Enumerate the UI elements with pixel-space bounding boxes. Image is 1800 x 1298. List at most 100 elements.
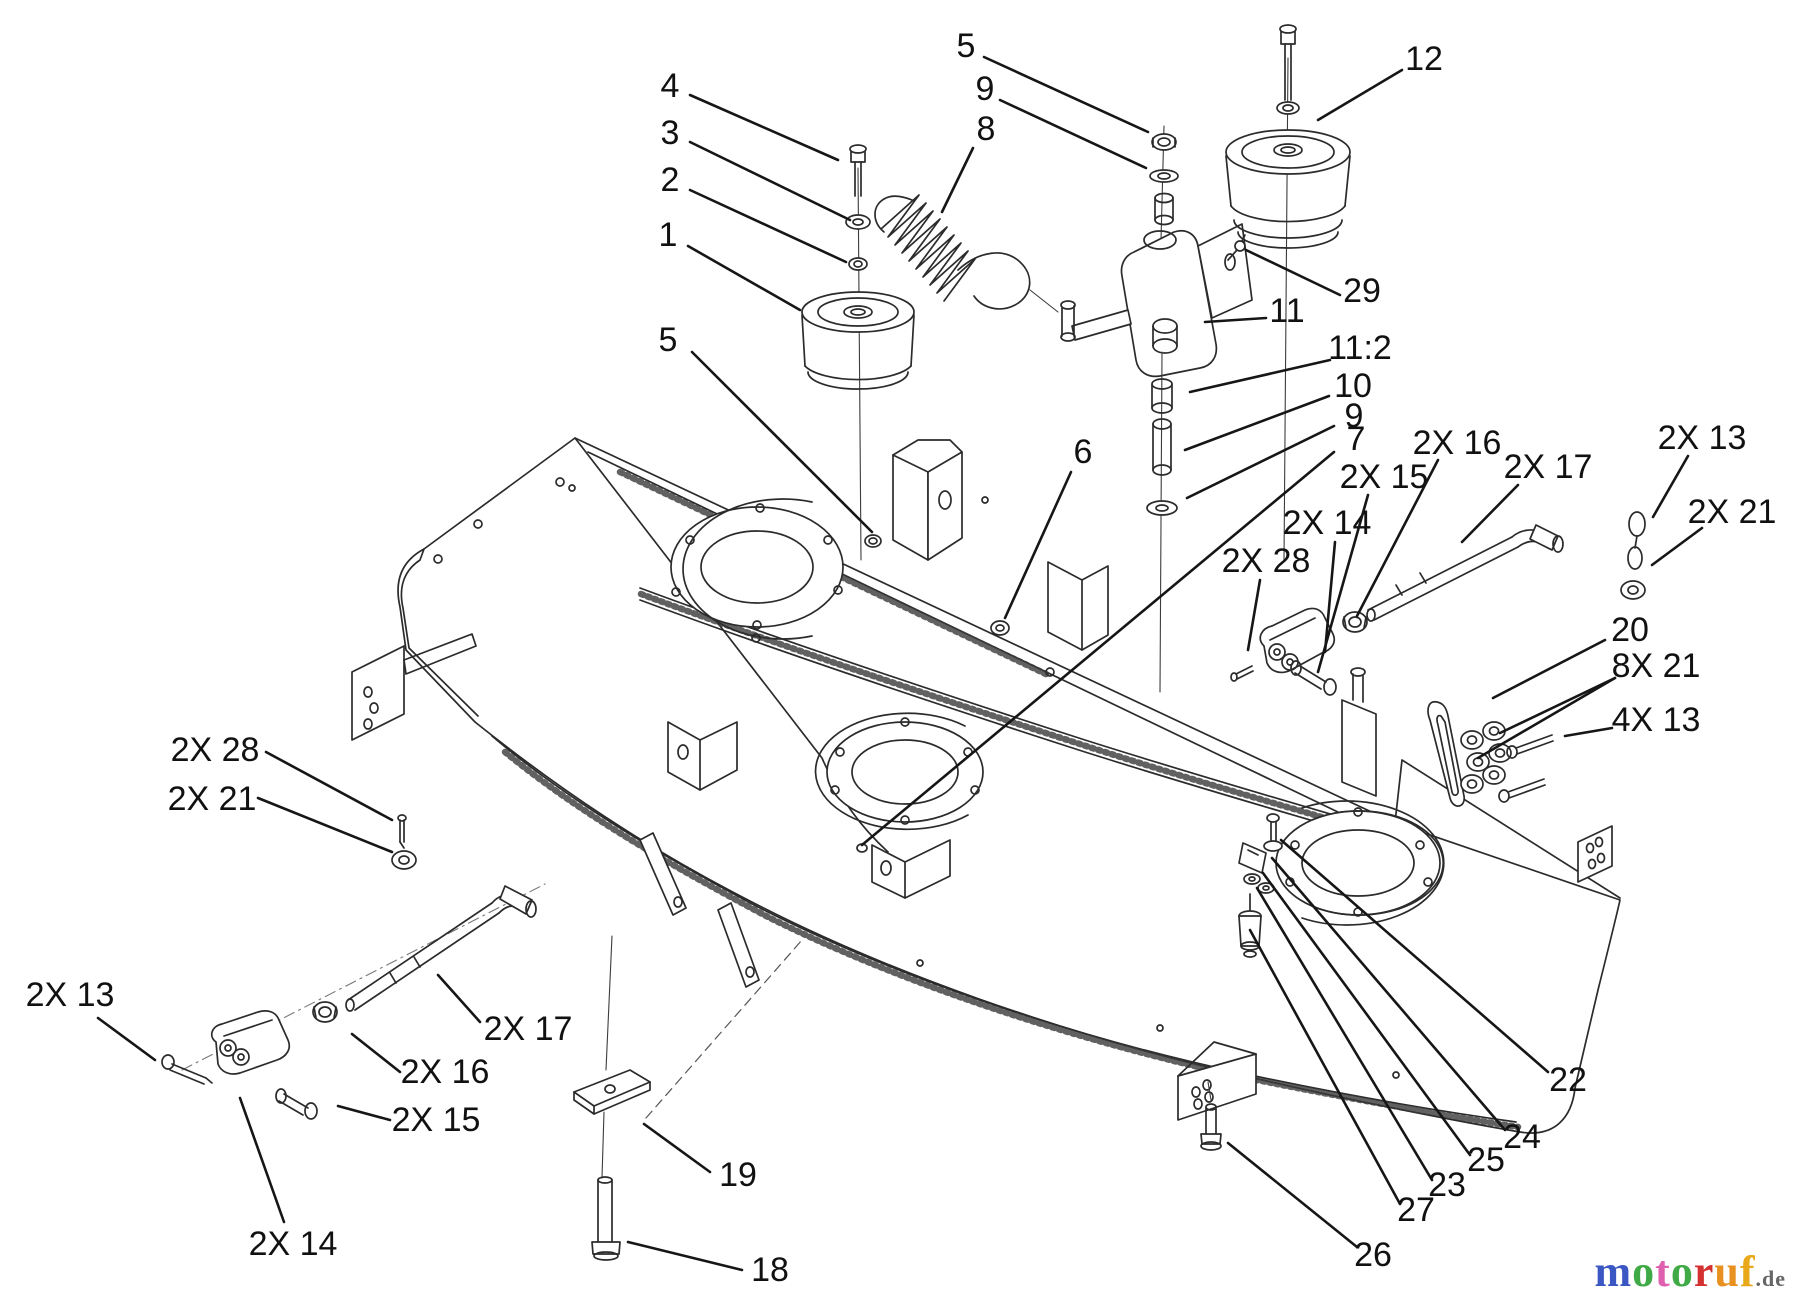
- callout-3-1: 3: [661, 114, 852, 222]
- callout-label: 2X 13: [26, 976, 115, 1014]
- cotter-pin-13-left: [161, 1054, 213, 1085]
- callout-leader-line: [1261, 871, 1472, 1157]
- callout-label: 29: [1343, 272, 1381, 310]
- lift-linkage-right: [1230, 524, 1564, 696]
- clevis-pin-15-right: [1290, 660, 1337, 696]
- callout-leader-line: [1270, 856, 1507, 1132]
- callout-5-4: 5: [659, 321, 874, 534]
- spindle-opening-left: [670, 498, 844, 640]
- idler-pulley-1: [801, 291, 915, 390]
- callout-leader-line: [686, 244, 802, 312]
- idler-arm-assembly-11: [1060, 125, 1253, 693]
- callout-29-9: 29: [1244, 248, 1381, 310]
- washer-9-upper: [1149, 169, 1179, 183]
- callout-leader-line: [1316, 493, 1370, 674]
- callout-label: 2X 15: [392, 1101, 481, 1139]
- callout-leader-line: [1651, 454, 1690, 519]
- callout-label: 8X 21: [1612, 647, 1701, 685]
- callout-9-6: 9: [976, 70, 1148, 170]
- callout-11:2-11: 11:2: [1188, 329, 1392, 394]
- callout-7-14: 7: [860, 420, 1365, 847]
- callout-label: 2X 21: [1688, 493, 1777, 531]
- callout-label: 23: [1428, 1166, 1466, 1204]
- grease-fitting-29: [1227, 234, 1246, 261]
- callout-leader-line: [1650, 526, 1704, 567]
- callout-leader-line: [998, 98, 1148, 170]
- callout-leader-line: [336, 1104, 392, 1122]
- callout-label: 9: [976, 70, 995, 108]
- callout-label: 9: [1345, 397, 1364, 435]
- logo-letter: o: [1670, 1247, 1694, 1296]
- callout-2X13-28: 2X 13: [26, 976, 157, 1062]
- callout-label: 24: [1503, 1118, 1541, 1156]
- callout-leader-line: [1183, 394, 1331, 452]
- callout-2X16-30: 2X 16: [350, 1032, 489, 1091]
- callout-label: 5: [659, 321, 678, 359]
- cotter-pins-4x13: [1498, 734, 1554, 803]
- callout-leader-line: [626, 1240, 744, 1272]
- callout-leader-line: [238, 1096, 286, 1224]
- callout-25-38: 25: [1261, 871, 1505, 1179]
- callout-label: 12: [1405, 40, 1443, 78]
- logo-letter: r: [1693, 1247, 1715, 1296]
- callout-4X13-25: 4X 13: [1563, 701, 1700, 739]
- front-right-bracket: [1177, 1041, 1257, 1121]
- callout-2X13-21: 2X 13: [1651, 419, 1747, 519]
- pulley-bolt-12: [1276, 24, 1300, 115]
- lift-rod-17-right: [1366, 524, 1564, 622]
- callout-20-23: 20: [1491, 611, 1649, 700]
- callout-leader-line: [264, 750, 394, 822]
- logo-letter: f: [1739, 1247, 1756, 1296]
- callout-leader-line: [1355, 458, 1440, 618]
- callout-leader-line: [1316, 68, 1404, 122]
- callout-label: 2X 13: [1658, 419, 1747, 457]
- callout-label: 2X 14: [1283, 504, 1372, 542]
- callout-2X17-20: 2X 17: [1460, 448, 1592, 544]
- motoruf-logo-text: motoruf: [1595, 1247, 1756, 1296]
- callout-label: 5: [957, 27, 976, 65]
- callout-8X21-24: 8X 21: [1476, 647, 1701, 760]
- callout-5-5: 5: [957, 27, 1150, 134]
- locknut-2: [848, 257, 868, 271]
- callout-label: 22: [1549, 1061, 1587, 1099]
- jam-nut-16-left: [312, 1001, 338, 1023]
- callout-24-39: 24: [1270, 856, 1541, 1156]
- callout-12-8: 12: [1316, 40, 1443, 122]
- callout-leader-line: [1498, 676, 1617, 735]
- callout-11-10: 11: [1203, 292, 1305, 330]
- lift-linkage-left: [161, 883, 546, 1120]
- idler-pulley-assembly-1: [801, 144, 915, 561]
- callout-leader-line: [688, 140, 852, 222]
- callout-2X17-29: 2X 17: [436, 973, 572, 1048]
- belt-cover-bracket: [892, 439, 1109, 651]
- callout-leader-line: [690, 350, 874, 534]
- spacer-stack-11-2-10-9: [1146, 351, 1178, 693]
- callout-leader-line: [436, 973, 482, 1024]
- callout-leader-line: [688, 188, 848, 264]
- callout-label: 19: [719, 1156, 757, 1194]
- callout-label: 2X 15: [1340, 458, 1429, 496]
- skirt-bracket-left: [667, 721, 738, 791]
- callout-label: 10: [1334, 367, 1372, 405]
- idler-arm-11: [1060, 223, 1253, 378]
- hanger-link-20: [1427, 700, 1465, 807]
- bolt-18: [591, 1111, 621, 1261]
- callout-2X28-16: 2X 28: [1222, 542, 1310, 652]
- callout-leader-line: [1460, 483, 1520, 544]
- callout-label: 4: [661, 67, 680, 105]
- nut-5: [1151, 133, 1177, 151]
- callout-leader-line: [1248, 928, 1402, 1206]
- callout-label: 27: [1397, 1191, 1435, 1229]
- clevis-14-right: [1259, 607, 1336, 674]
- spindle-opening-right: [1275, 800, 1445, 926]
- callout-22-40: 22: [1279, 838, 1587, 1099]
- callout-2X28-26: 2X 28: [171, 731, 394, 822]
- callout-9-13: 9: [1185, 397, 1364, 500]
- callout-6-15: 6: [1003, 433, 1092, 620]
- motoruf-logo-suffix: .de: [1755, 1266, 1786, 1291]
- callout-leader-line: [940, 146, 975, 214]
- skirt-bracket-mid: [871, 839, 951, 899]
- right-bracket-plate: [1577, 825, 1613, 883]
- rear-right-mount-post: [1341, 667, 1377, 797]
